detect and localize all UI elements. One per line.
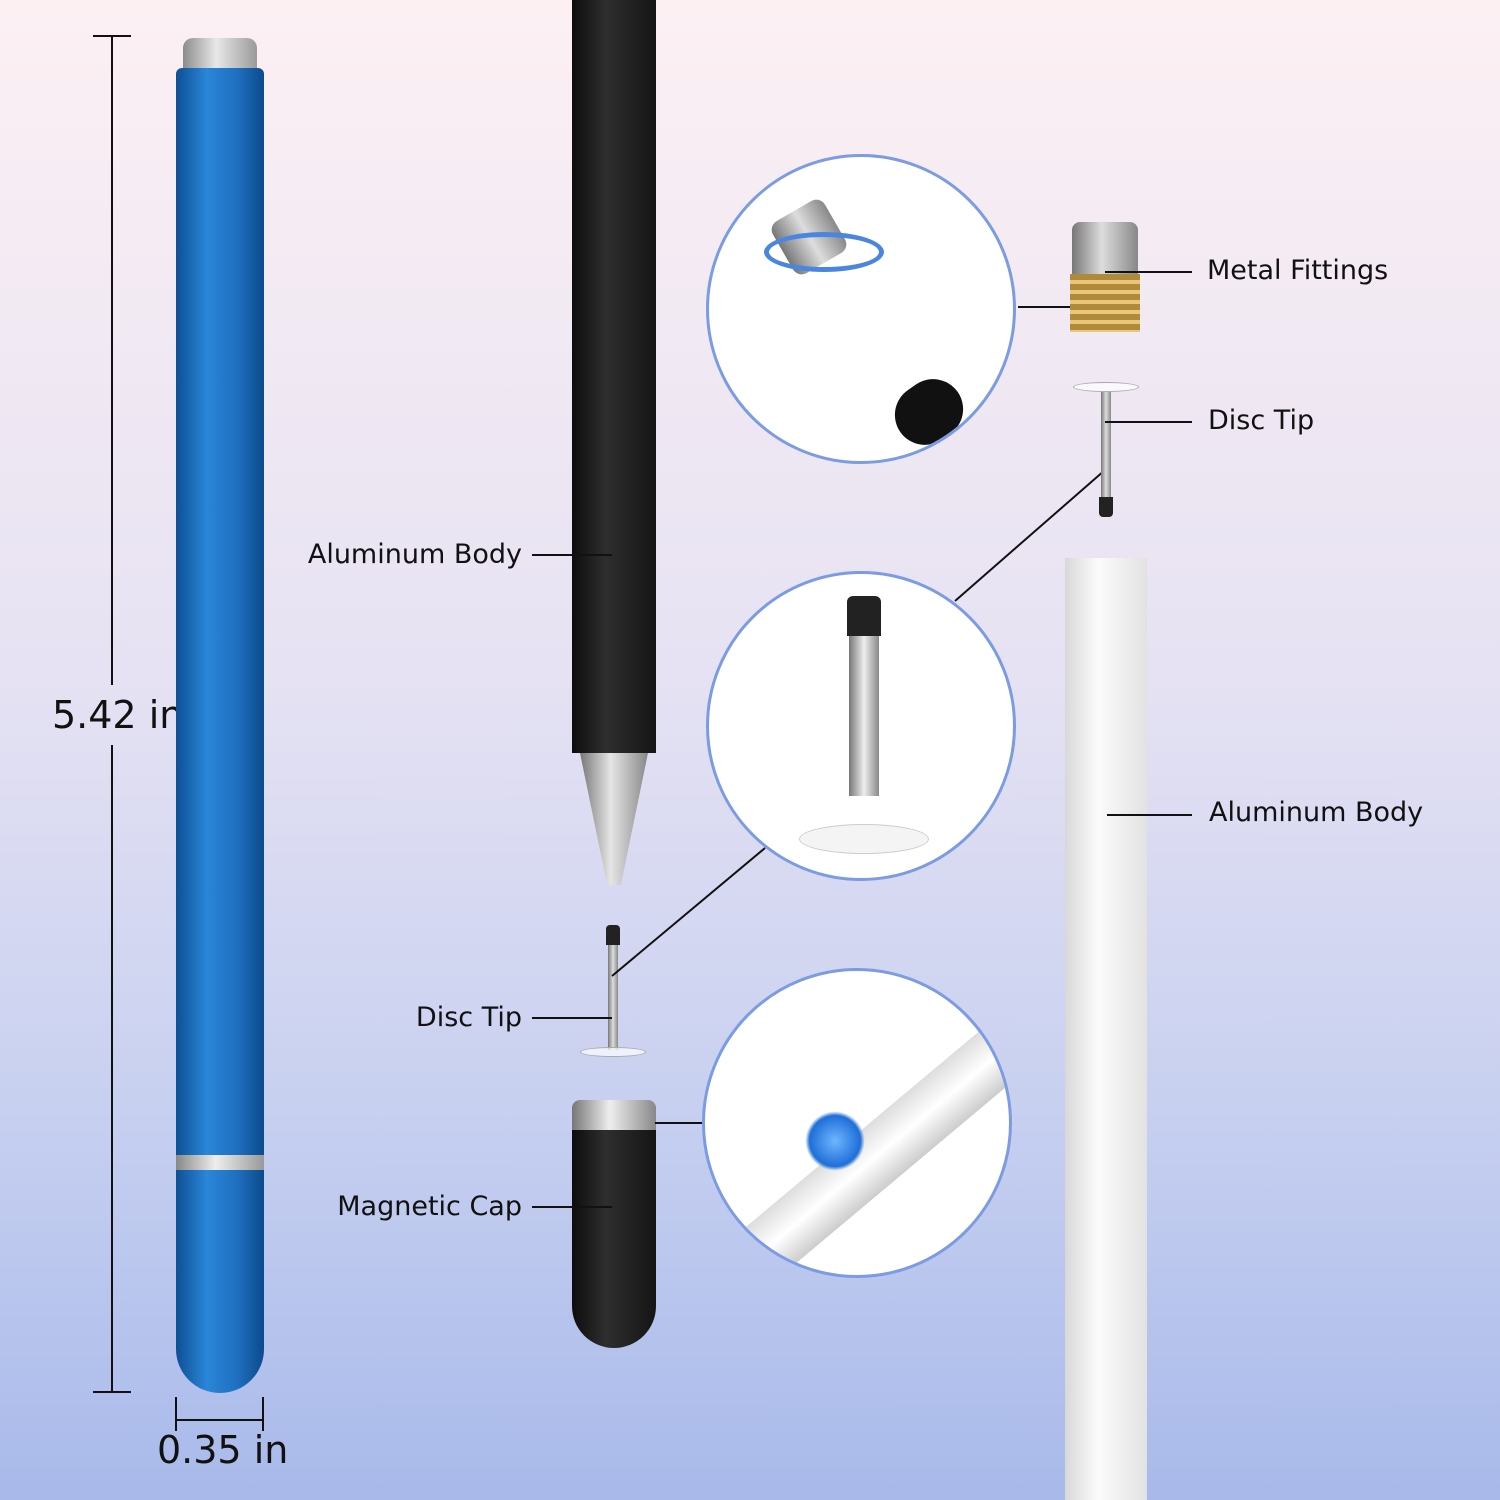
pen-top-fitting <box>183 38 257 72</box>
rotate-arrow-icon <box>764 232 884 272</box>
detail-circle-magnet <box>702 968 1012 1278</box>
black-pen-body <box>572 0 656 753</box>
magnet-icon <box>805 1111 865 1171</box>
tip-shaft <box>608 945 618 1050</box>
pen-barrel <box>176 68 264 1155</box>
disc-icon <box>799 824 929 854</box>
detail-circle-fittings <box>706 154 1016 464</box>
leader-line <box>532 554 612 556</box>
length-tick-top <box>93 35 131 37</box>
white-aluminum-body <box>1065 558 1147 1500</box>
leader-line <box>532 1017 612 1019</box>
left-label-aluminum-body: Aluminum Body <box>307 539 522 570</box>
diameter-tick-right <box>262 1397 264 1431</box>
disc-tip-part <box>580 925 646 1060</box>
diameter-label: 0.35 in <box>157 1428 289 1472</box>
right-label-aluminum-body: Aluminum Body <box>1209 797 1424 828</box>
pen-band <box>176 1155 264 1170</box>
right-label-disc-tip: Disc Tip <box>1208 405 1315 436</box>
left-label-disc-tip: Disc Tip <box>415 1002 522 1033</box>
leader-line <box>1105 421 1192 423</box>
length-dimension-line <box>111 35 113 685</box>
diameter-tick-left <box>175 1397 177 1431</box>
tip-rubber-icon <box>847 596 881 636</box>
metal-fittings-part <box>1070 222 1140 332</box>
right-label-metal-fittings: Metal Fittings <box>1207 255 1389 286</box>
leader-line <box>532 1206 612 1208</box>
length-label: 5.42 in <box>52 693 184 737</box>
tip-disc <box>580 1047 646 1057</box>
cap-body <box>572 1130 656 1348</box>
diameter-dimension-line <box>176 1419 264 1421</box>
leader-line <box>1105 271 1192 273</box>
disc-tip-part-right <box>1073 380 1139 518</box>
cap-metal-ring <box>572 1100 656 1130</box>
length-tick-bottom <box>93 1391 131 1393</box>
length-dimension-line-lower <box>111 745 113 1392</box>
blue-pen <box>176 38 264 1393</box>
tip-rubber <box>606 925 620 945</box>
magnetic-cap-part <box>572 1100 656 1348</box>
leader-line <box>1107 814 1192 816</box>
tip-shaft-icon <box>849 636 879 796</box>
detail-circle-disc-tip <box>706 571 1016 881</box>
left-label-magnetic-cap: Magnetic Cap <box>337 1191 522 1222</box>
pen-cap <box>176 1170 264 1393</box>
